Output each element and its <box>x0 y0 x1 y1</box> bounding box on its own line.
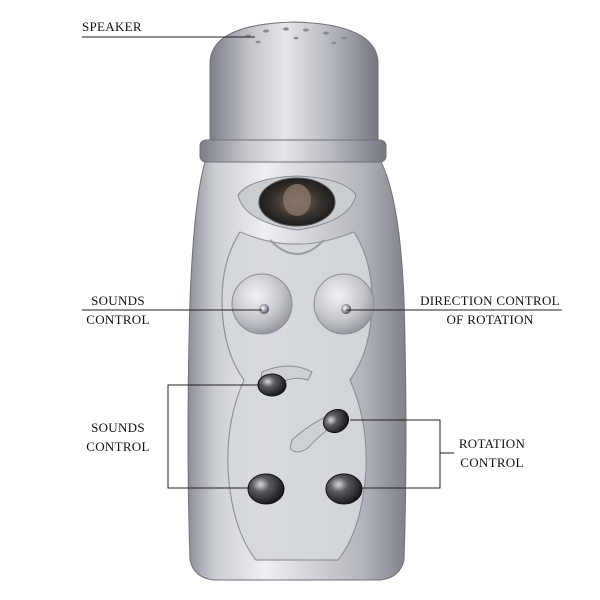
collar-ring <box>199 139 387 163</box>
sounds-lower-line2: CONTROL <box>86 439 150 454</box>
sounds-control-label-lower: SOUNDS CONTROL <box>82 420 154 455</box>
sounds-control-pin[interactable] <box>259 304 269 314</box>
direction-label-line2: OF ROTATION <box>446 312 534 327</box>
speaker-cap <box>209 21 379 141</box>
direction-control-label: DIRECTION CONTROL OF ROTATION <box>418 293 562 328</box>
sounds-lower-line1: SOUNDS <box>91 420 145 435</box>
speaker-label: SPEAKER <box>82 19 142 34</box>
sounds-button-upper[interactable] <box>257 373 287 397</box>
sounds-button-lower[interactable] <box>247 473 285 505</box>
leader-lines <box>82 36 562 489</box>
rotation-label-line2: CONTROL <box>460 455 524 470</box>
rotation-label-line1: ROTATION <box>458 436 526 451</box>
direction-control-pin[interactable] <box>341 304 351 314</box>
direction-label-line1: DIRECTION CONTROL <box>420 293 560 308</box>
necklace-relief <box>269 239 325 255</box>
rotation-control-label: ROTATION CONTROL <box>454 436 530 471</box>
right-bump <box>313 273 375 335</box>
rotation-button[interactable] <box>319 405 353 437</box>
sounds-label-line1: SOUNDS <box>91 293 145 308</box>
sounds-label-line2: CONTROL <box>86 312 150 327</box>
sounds-control-label-top: SOUNDS CONTROL <box>82 293 154 328</box>
rotation-button-lower[interactable] <box>325 473 363 505</box>
left-bump <box>231 273 293 335</box>
